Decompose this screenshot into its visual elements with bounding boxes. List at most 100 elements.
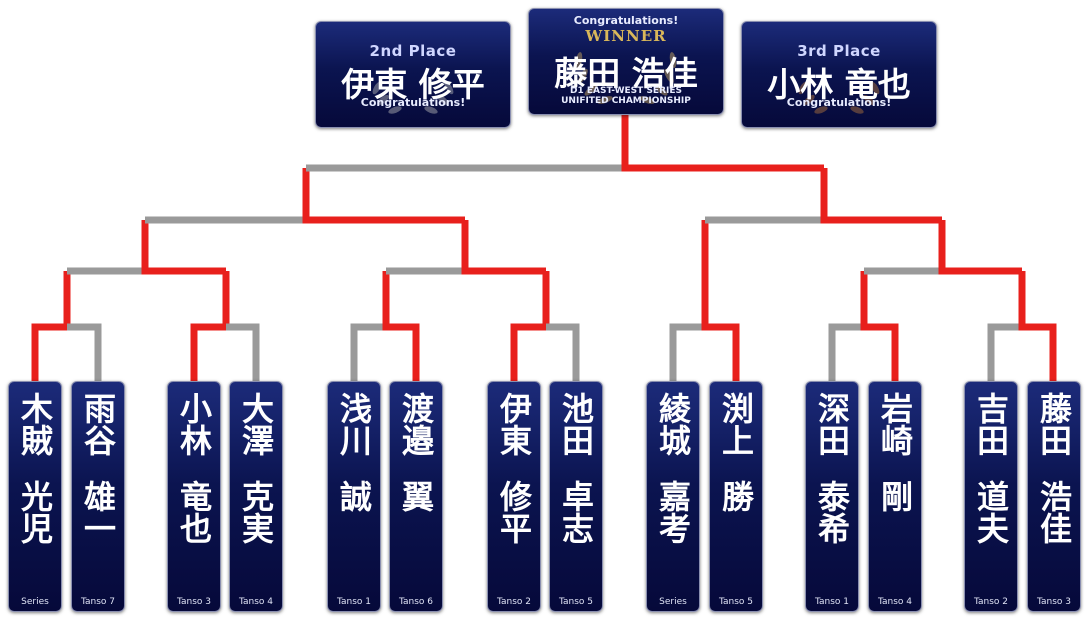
- winner-series-line2: UNIFITED CHAMPIONSHIP: [561, 96, 691, 106]
- second-place-label: 2nd Place: [369, 42, 457, 60]
- player-name: 伊東 修平: [488, 392, 540, 544]
- line-r1-p4-win: [510, 271, 550, 381]
- player-name: 吉田 道夫: [965, 392, 1017, 544]
- player-name: 大澤 克実: [230, 392, 282, 544]
- player-name: 雨谷 雄一: [72, 392, 124, 544]
- player-family-name: 小林: [175, 392, 213, 456]
- player-name: 渕上 勝: [710, 392, 762, 512]
- player-family-name: 深田: [813, 392, 851, 456]
- player-name: 岩崎 剛: [869, 392, 921, 512]
- player-given-name: 竜也: [175, 480, 213, 544]
- line-r1-p6-win: [860, 271, 899, 381]
- player-family-name: 綾城: [654, 392, 692, 456]
- third-place-card: 3rd Place 小林 竜也 Congratulations!: [741, 21, 937, 128]
- line-r1-p5-win: [701, 220, 740, 381]
- second-place-congrats: Congratulations!: [360, 96, 466, 109]
- winner-title: WINNER: [585, 27, 667, 45]
- player-card: 小林 竜也 Tanso 3: [167, 381, 221, 612]
- player-name: 小林 竜也: [168, 392, 220, 544]
- line-final-win: [621, 113, 824, 172]
- player-card: 浅川 誠 Tanso 1: [327, 381, 381, 612]
- player-seed: Series: [21, 597, 49, 607]
- second-place-name: 伊東 修平: [341, 65, 485, 104]
- player-given-name: 雄一: [79, 480, 117, 544]
- player-name: 浅川 誠: [328, 392, 380, 512]
- player-card: 雨谷 雄一 Tanso 7: [71, 381, 125, 612]
- line-r1-p2-lose: [226, 323, 260, 381]
- player-card: 綾城 嘉考 Series: [646, 381, 700, 612]
- player-card: 池田 卓志 Tanso 5: [549, 381, 603, 612]
- player-given-name: 修平: [495, 480, 533, 544]
- laurel-wreath-icon: [372, 81, 454, 114]
- winner-name: 藤田 浩佳: [554, 54, 698, 93]
- player-card: 大澤 克実 Tanso 4: [229, 381, 283, 612]
- player-given-name: 翼: [397, 480, 435, 512]
- line-sf-right-win: [820, 168, 942, 224]
- player-family-name: 吉田: [972, 392, 1010, 456]
- player-family-name: 雨谷: [79, 392, 117, 456]
- player-given-name: 浩佳: [1035, 480, 1073, 544]
- player-card: 吉田 道夫 Tanso 2: [964, 381, 1018, 612]
- line-r1-p7-win: [1018, 271, 1057, 381]
- player-given-name: 道夫: [972, 480, 1010, 544]
- player-given-name: 誠: [335, 480, 373, 512]
- player-family-name: 岩崎: [876, 392, 914, 456]
- line-r1-p3-win: [382, 271, 420, 381]
- laurel-wreath-icon: [575, 51, 677, 104]
- player-card: 渕上 勝 Tanso 5: [709, 381, 763, 612]
- player-family-name: 木賊: [16, 392, 54, 456]
- player-family-name: 池田: [557, 392, 595, 456]
- player-given-name: 克実: [237, 480, 275, 544]
- player-seed: Series: [659, 597, 687, 607]
- line-r1-p7-lose: [987, 323, 1022, 381]
- player-seed: Tanso 3: [1036, 597, 1071, 607]
- player-card: 渡邉 翼 Tanso 6: [389, 381, 443, 612]
- third-place-label: 3rd Place: [797, 42, 881, 60]
- player-given-name: 光児: [16, 480, 54, 544]
- player-given-name: 泰希: [813, 480, 851, 544]
- player-card: 岩崎 剛 Tanso 4: [868, 381, 922, 612]
- player-seed: Tanso 4: [238, 597, 273, 607]
- laurel-wreath-icon: [798, 81, 880, 114]
- third-place-congrats: Congratulations!: [786, 96, 892, 109]
- player-seed: Tanso 2: [973, 597, 1008, 607]
- line-r1-p3-lose: [350, 323, 386, 381]
- player-seed: Tanso 1: [336, 597, 371, 607]
- player-family-name: 伊東: [495, 392, 533, 456]
- line-r2-mid-win: [461, 220, 546, 275]
- player-card: 深田 泰希 Tanso 1: [805, 381, 859, 612]
- line-r1-p5-lose: [669, 323, 705, 381]
- line-r1-p1-lose: [67, 323, 102, 381]
- player-name: 池田 卓志: [550, 392, 602, 544]
- player-given-name: 卓志: [557, 480, 595, 544]
- player-seed: Tanso 2: [496, 597, 531, 607]
- player-seed: Tanso 7: [80, 597, 115, 607]
- player-family-name: 渡邉: [397, 392, 435, 456]
- player-given-name: 勝: [717, 480, 755, 512]
- winner-series-line1: D1 EAST-WEST SERIES: [570, 86, 682, 96]
- player-family-name: 大澤: [237, 392, 275, 456]
- player-name: 綾城 嘉考: [647, 392, 699, 544]
- player-family-name: 渕上: [717, 392, 755, 456]
- line-r2-right-win: [938, 220, 1022, 275]
- winner-congrats: Congratulations!: [573, 14, 679, 27]
- player-card: 木賊 光児 Series: [8, 381, 62, 612]
- third-place-name: 小林 竜也: [767, 65, 911, 104]
- line-r1-p1-win: [31, 271, 71, 381]
- player-seed: Tanso 5: [558, 597, 593, 607]
- player-given-name: 剛: [876, 480, 914, 512]
- player-family-name: 藤田: [1035, 392, 1073, 456]
- player-name: 木賊 光児: [9, 392, 61, 544]
- line-r2-left-win: [141, 220, 226, 275]
- player-name: 藤田 浩佳: [1028, 392, 1080, 544]
- player-seed: Tanso 4: [877, 597, 912, 607]
- player-given-name: 嘉考: [654, 480, 692, 544]
- player-seed: Tanso 5: [718, 597, 753, 607]
- line-sf-left-win: [302, 168, 465, 224]
- player-card: 伊東 修平 Tanso 2: [487, 381, 541, 612]
- player-name: 渡邉 翼: [390, 392, 442, 512]
- second-place-card: 2nd Place 伊東 修平 Congratulations!: [315, 21, 511, 128]
- line-r1-p4-lose: [546, 323, 580, 381]
- player-seed: Tanso 6: [398, 597, 433, 607]
